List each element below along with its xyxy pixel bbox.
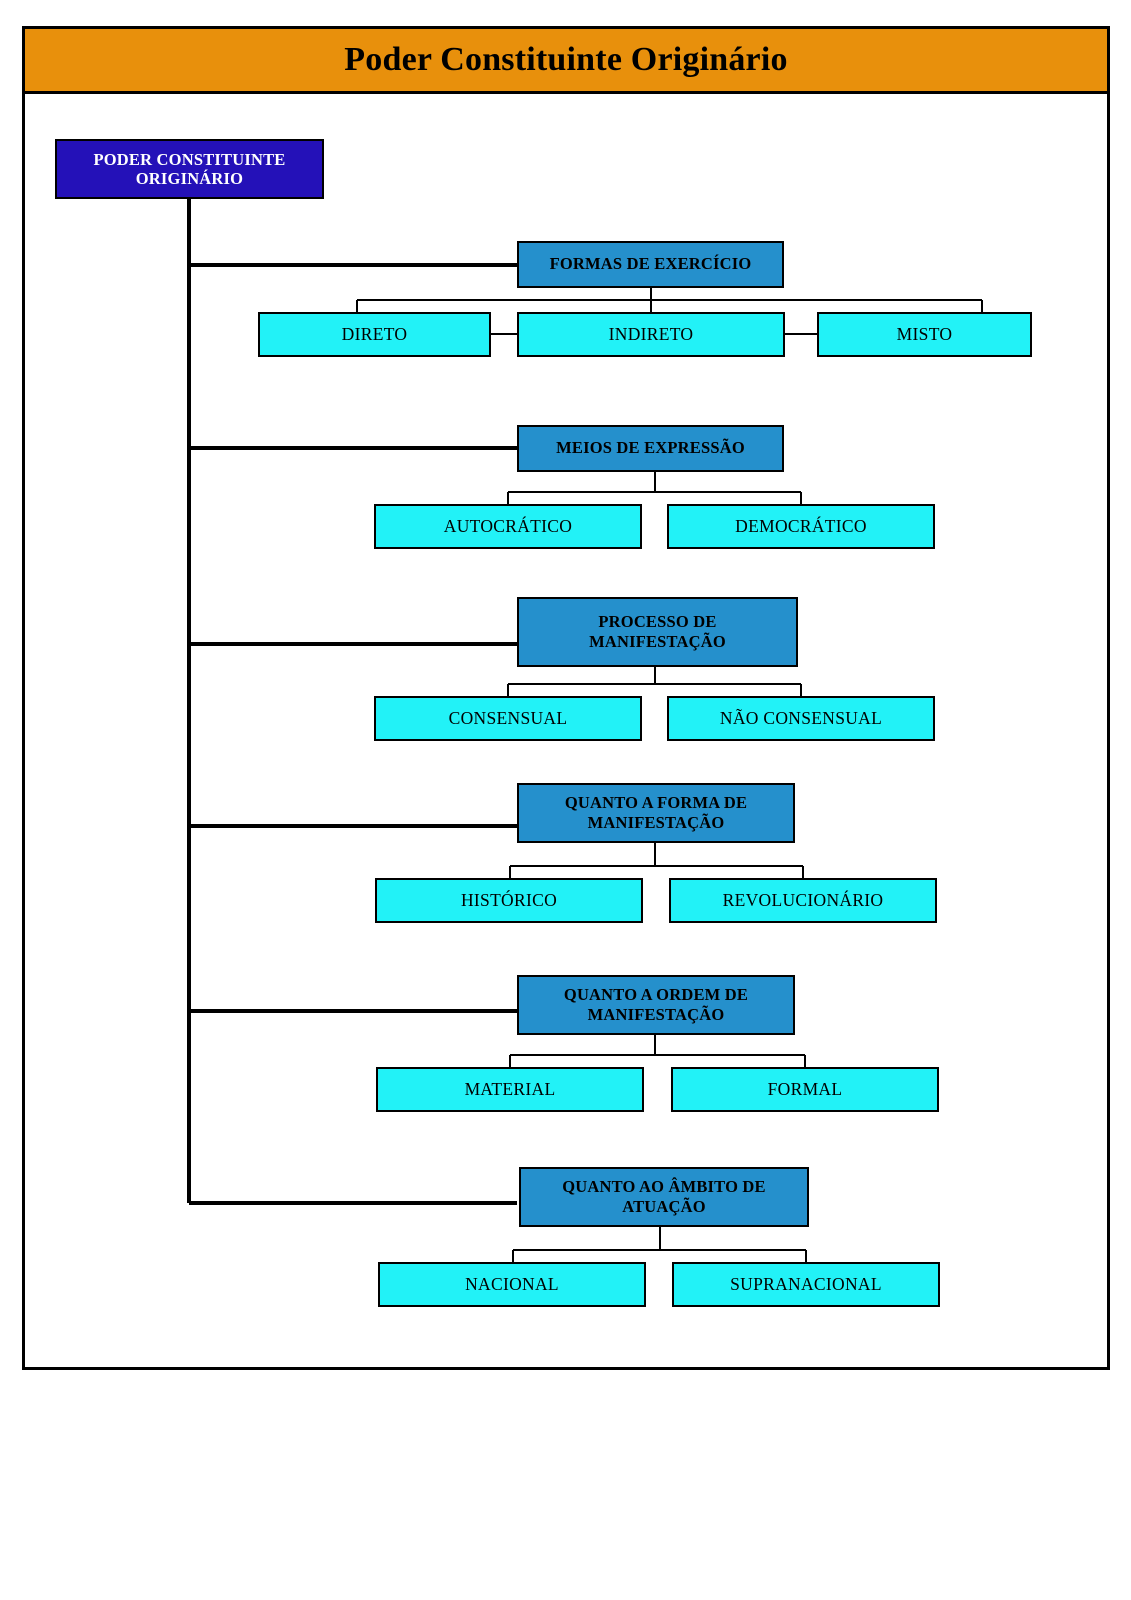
node-category-label-line1: FORMAS DE EXERCÍCIO [549, 254, 752, 274]
node-leaf-historico[interactable]: HISTÓRICO [375, 878, 643, 923]
node-leaf-nacional[interactable]: NACIONAL [378, 1262, 646, 1307]
node-category-label-line2: MANIFESTAÇÃO [589, 632, 726, 651]
node-leaf-revolucionario[interactable]: REVOLUCIONÁRIO [669, 878, 937, 923]
node-category-label-line2: MANIFESTAÇÃO [587, 1005, 725, 1024]
node-leaf-supranacional[interactable]: SUPRANACIONAL [672, 1262, 940, 1307]
node-category-label-line1: PROCESSO DE [598, 611, 717, 631]
node-category-label-line1: MEIOS DE EXPRESSÃO [556, 438, 745, 458]
title-banner: Poder Constituinte Originário [22, 26, 1110, 94]
node-category-label-line1: QUANTO A ORDEM DE [563, 984, 749, 1004]
node-root[interactable]: PODER CONSTITUINTE ORIGINÁRIO [55, 139, 324, 199]
node-leaf-nao-consensual[interactable]: NÃO CONSENSUAL [667, 696, 935, 741]
node-leaf-consensual[interactable]: CONSENSUAL [374, 696, 642, 741]
node-leaf-label: NÃO CONSENSUAL [719, 708, 883, 729]
node-leaf-label: MISTO [896, 324, 953, 345]
node-leaf-label: SUPRANACIONAL [730, 1274, 882, 1295]
node-category-label-line2: MANIFESTAÇÃO [587, 813, 725, 832]
node-leaf-label: HISTÓRICO [460, 890, 558, 911]
node-category-quanto-a-forma-de-manifestacao[interactable]: QUANTO A FORMA DE MANIFESTAÇÃO [517, 783, 795, 843]
node-root-label-line1: PODER CONSTITUINTE [93, 149, 286, 169]
node-root-label-line2: ORIGINÁRIO [135, 169, 244, 188]
node-leaf-label: REVOLUCIONÁRIO [722, 890, 884, 911]
node-leaf-label: DIRETO [341, 324, 408, 345]
node-leaf-label: DEMOCRÁTICO [735, 516, 867, 537]
node-leaf-indireto[interactable]: INDIRETO [517, 312, 785, 357]
node-category-label-line2: ATUAÇÃO [622, 1197, 706, 1216]
node-category-formas-de-exercicio[interactable]: FORMAS DE EXERCÍCIO [517, 241, 784, 288]
node-leaf-label: NACIONAL [465, 1274, 559, 1295]
node-leaf-misto[interactable]: MISTO [817, 312, 1032, 357]
node-category-processo-de-manifestacao[interactable]: PROCESSO DE MANIFESTAÇÃO [517, 597, 798, 667]
node-leaf-autocratico[interactable]: AUTOCRÁTICO [374, 504, 642, 549]
node-leaf-label: MATERIAL [464, 1079, 556, 1100]
node-leaf-label: AUTOCRÁTICO [443, 516, 573, 537]
node-category-label-line1: QUANTO A FORMA DE [564, 792, 748, 812]
node-leaf-label: FORMAL [767, 1079, 843, 1100]
node-leaf-formal[interactable]: FORMAL [671, 1067, 939, 1112]
node-category-quanto-a-ordem-de-manifestacao[interactable]: QUANTO A ORDEM DE MANIFESTAÇÃO [517, 975, 795, 1035]
node-leaf-label: INDIRETO [608, 324, 694, 345]
node-leaf-label: CONSENSUAL [448, 708, 568, 729]
node-category-meios-de-expressao[interactable]: MEIOS DE EXPRESSÃO [517, 425, 784, 472]
node-leaf-democratico[interactable]: DEMOCRÁTICO [667, 504, 935, 549]
node-leaf-material[interactable]: MATERIAL [376, 1067, 644, 1112]
node-category-label-line1: QUANTO AO ÂMBITO DE [562, 1176, 766, 1196]
node-category-quanto-ao-ambito-de-atuacao[interactable]: QUANTO AO ÂMBITO DE ATUAÇÃO [519, 1167, 809, 1227]
node-leaf-direto[interactable]: DIRETO [258, 312, 491, 357]
page-title: Poder Constituinte Originário [344, 41, 788, 78]
